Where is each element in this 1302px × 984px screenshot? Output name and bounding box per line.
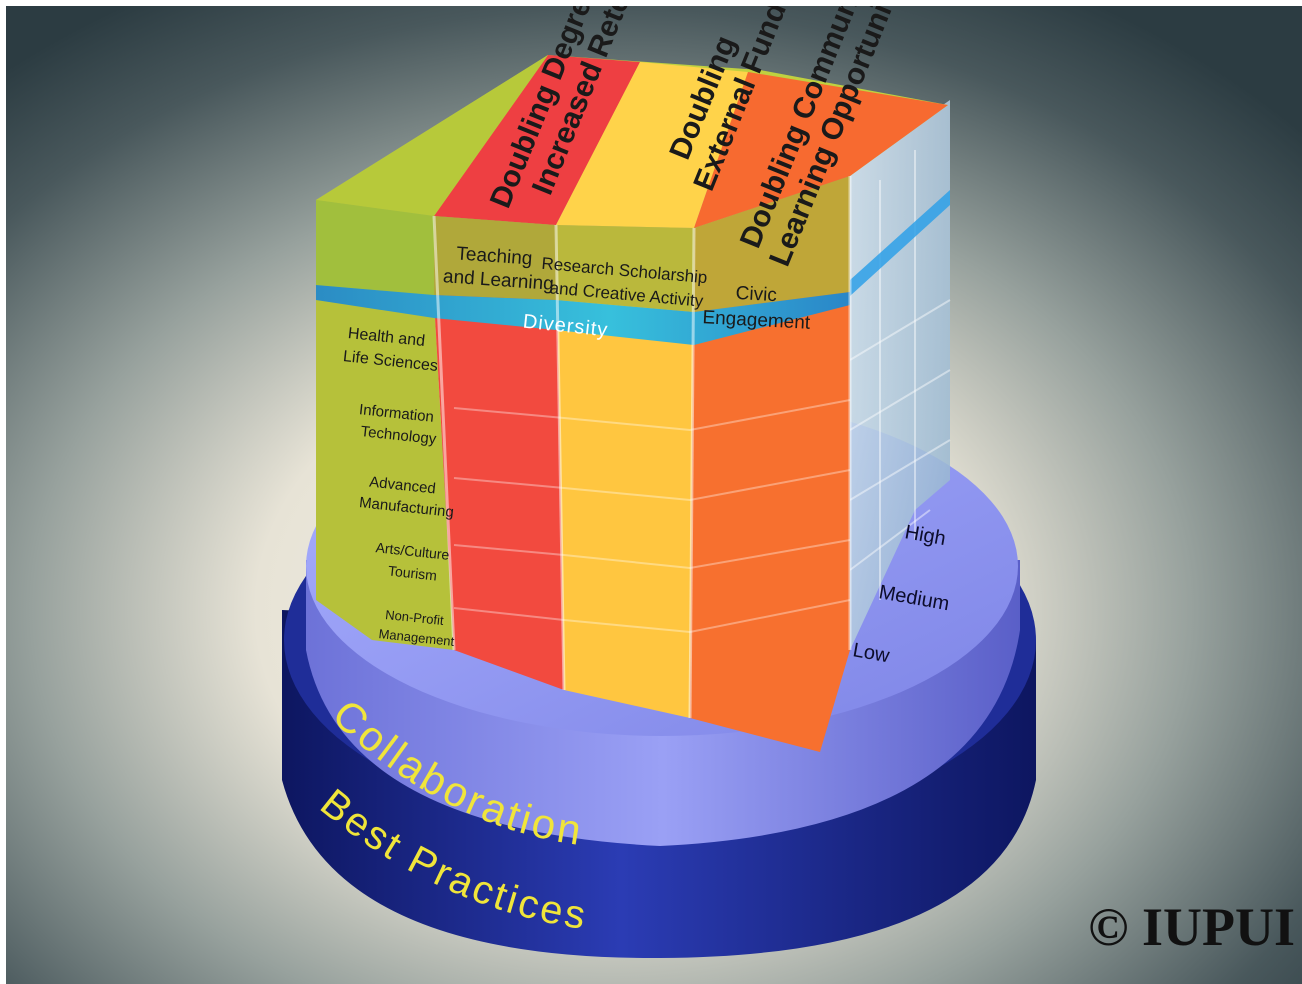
left-frame-edge	[0, 0, 6, 984]
shelf-lines	[453, 399, 851, 634]
sector-4-line1: Arts/Culture	[375, 539, 450, 563]
sector-5-line1: Non-Profit	[385, 607, 445, 628]
top-red-column	[434, 55, 640, 225]
copyright-text: © IUPUI	[1088, 897, 1295, 957]
top-frame-edge	[0, 0, 1302, 6]
sector-4-line2: Tourism	[387, 563, 437, 584]
strategy-cube	[316, 55, 951, 752]
front-yellow-column	[556, 225, 694, 718]
mission-3-line1: Civic	[735, 283, 777, 306]
front-red-column	[434, 216, 564, 690]
top-yellow-column	[556, 62, 748, 228]
sector-3-line1: Advanced	[368, 474, 436, 498]
cube-right-face	[850, 100, 950, 650]
top-orange-column	[694, 72, 948, 228]
diversity-band	[316, 285, 850, 345]
top-olive-strip	[316, 55, 548, 216]
diversity-band-side	[850, 190, 950, 296]
